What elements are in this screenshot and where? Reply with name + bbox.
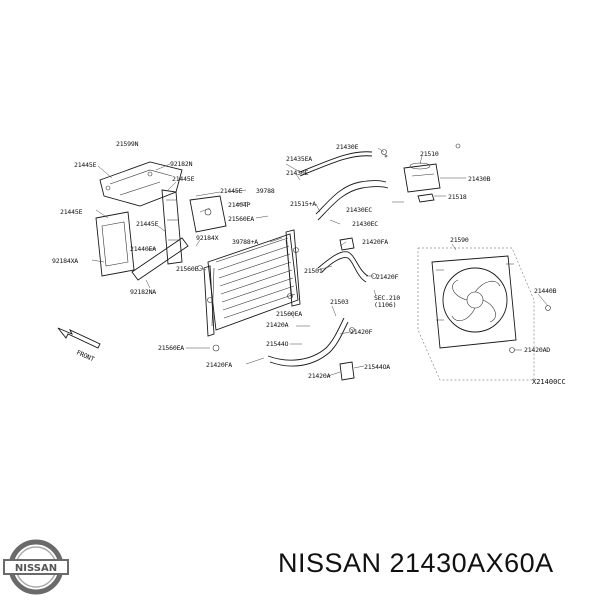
part-label: 92184X [196,234,219,242]
nissan-logo-icon: NISSAN [3,539,69,595]
radiator-core [203,229,301,337]
upper-cover-plate [99,161,183,207]
part-label: 21420F [350,328,373,336]
part-label: 21560EA [228,215,254,223]
part-label: 21445E [136,220,159,228]
part-label: 21404P [228,201,251,209]
part-label: 21420F [376,273,399,281]
part-label: 92184XA [52,257,78,265]
part-label: 21501 [304,267,323,275]
part-label: 21420A [308,372,331,380]
part-label: 21445E [172,175,195,183]
part-number-caption: NISSAN 21430AX60A [278,548,554,578]
part-label: 21560EA [276,310,302,318]
part-labels: 21599N 92182N 21445E 21445E 21445E 21445… [52,140,557,380]
reservoir-bracket [417,193,435,203]
part-label: 21445E [60,208,83,216]
side-seal-strip [161,189,183,265]
bracket-plate [189,195,227,233]
part-label: 39788+A [232,238,258,246]
lower-seal-bar [131,237,189,281]
part-label: 21510 [420,150,439,158]
part-label: 21420A [266,321,289,329]
part-label: 21420FA [362,238,388,246]
part-label: 21518 [448,193,467,201]
part-label: 21420FA [206,361,232,369]
lower-hose [267,317,355,381]
part-label: 21440B [534,287,557,295]
fan-shroud [431,255,517,349]
part-label: 21430E [286,169,309,177]
part-label: SEC.210 [374,294,400,302]
part-label: 21503 [330,298,349,306]
part-label: 21430EC [352,220,378,228]
part-label: 21590 [450,236,469,244]
part-label: 21445E [74,161,97,169]
part-label: 21544OA [364,363,390,371]
side-cover-plate [95,211,135,277]
front-label: FRONT [75,349,95,364]
part-label: 21560E [176,265,199,273]
part-label: 21440EA [130,245,156,253]
middle-hose [317,237,369,283]
reservoir-tank [403,162,441,193]
part-label: 21430B [468,175,491,183]
upper-hose [299,151,389,221]
part-label: 21430E [336,143,359,151]
leader-lines [91,147,549,377]
fasteners [197,143,551,353]
part-label: 21435EA [286,155,312,163]
front-arrow: FRONT [57,327,101,364]
part-label: 21445E [220,187,243,195]
part-label: 39788 [256,187,275,195]
part-label: 21420AD [524,346,550,354]
part-label: 21430EC [346,206,372,214]
fan-shroud-box [417,247,535,381]
logo-text: NISSAN [15,563,57,574]
part-label: (1106) [374,301,396,309]
part-label: 21560EA [158,344,184,352]
part-label: 21544O [266,340,289,348]
diagram-reference-code: X21400CC [532,378,566,386]
part-label: 21599N [116,140,139,148]
part-label: 92182NA [130,288,156,296]
part-label: 21515+A [290,200,316,208]
part-label: 92182N [170,160,193,168]
